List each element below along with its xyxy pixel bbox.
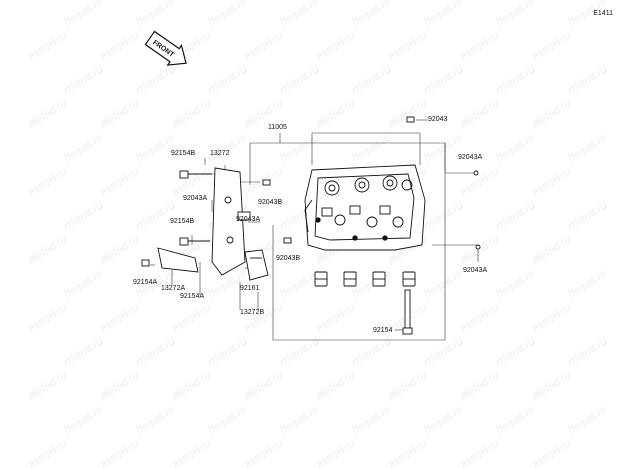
callout-92043A-mid[interactable]: 92043A [236, 216, 261, 223]
bracket-13272B [244, 249, 269, 281]
crankcase-body [304, 164, 426, 251]
callout-13272A[interactable]: 13272A [161, 285, 186, 292]
cover-plate-13272 [211, 167, 246, 276]
callout-13272B[interactable]: 13272B [240, 309, 265, 316]
callout-92043B-upper[interactable]: 92043B [258, 199, 283, 206]
diagram-code: E1411 [593, 10, 613, 17]
callout-92154B-lower[interactable]: 92154B [170, 218, 195, 225]
plate-92043A [237, 211, 251, 221]
callout-13272[interactable]: 13272 [210, 150, 230, 157]
callout-92154[interactable]: 92154 [373, 327, 393, 334]
left-bolts [141, 170, 212, 267]
callout-92154B-upper[interactable]: 92154B [171, 150, 196, 157]
callout-92043A-right[interactable]: 92043A [458, 154, 483, 161]
callout-92154A-right[interactable]: 92154A [180, 293, 205, 300]
pin-92043A-right [473, 170, 481, 250]
callout-92043A-lower[interactable]: 92043A [463, 267, 488, 274]
callout-92161[interactable]: 92161 [240, 285, 260, 292]
callout-11005[interactable]: 11005 [268, 124, 287, 131]
callout-92043[interactable]: 92043 [428, 116, 448, 123]
bearing-inserts [314, 271, 416, 287]
studs-92043B [262, 179, 292, 244]
front-arrow-badge: FRONT [144, 30, 187, 66]
bolt-92154 [402, 289, 413, 335]
bracket-13272A [157, 247, 199, 273]
pin-92043 [406, 116, 415, 123]
callout-92043B-lower[interactable]: 92043B [276, 255, 301, 262]
callout-92043A-left[interactable]: 92043A [183, 195, 208, 202]
callout-92154A-left[interactable]: 92154A [133, 279, 158, 286]
